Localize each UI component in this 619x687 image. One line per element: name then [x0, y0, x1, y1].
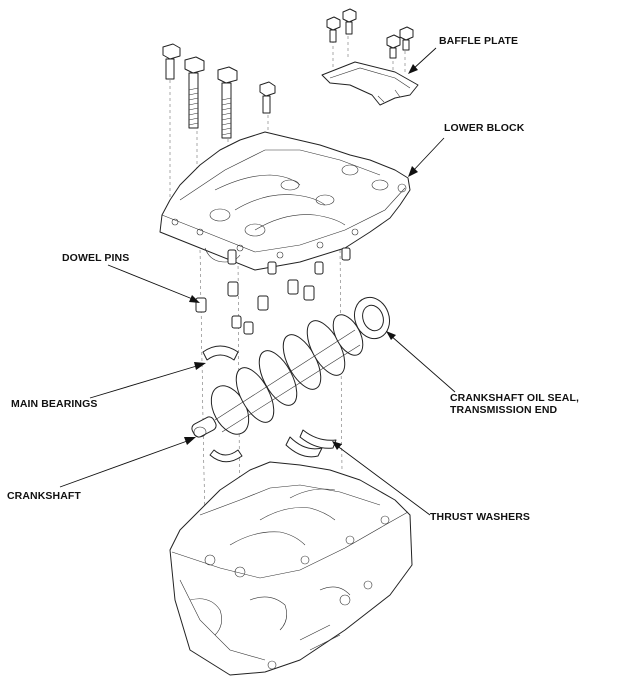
label-transmission-end: TRANSMISSION END: [450, 404, 558, 416]
baffle-plate: [321, 61, 419, 106]
label-dowel-pins: DOWEL PINS: [62, 252, 130, 264]
dowel-pin-4: [287, 279, 299, 295]
crankshaft-part: [191, 314, 364, 438]
label-lower-block: LOWER BLOCK: [444, 122, 525, 134]
label-baffle-plate: BAFFLE PLATE: [439, 35, 519, 47]
label-thrust-washers: THRUST WASHERS: [430, 511, 530, 523]
dowel-pins: [195, 279, 315, 335]
dowel-pin-5: [303, 285, 315, 301]
baffle-bolt-2: [342, 8, 357, 35]
upper-block: [169, 461, 413, 676]
callout-arrows: [59, 47, 456, 516]
dowel-pin-1: [195, 297, 207, 313]
bolt-4: [259, 81, 276, 114]
baffle-plate-bolts: [326, 8, 414, 59]
lower-block: [159, 131, 411, 275]
baffle-bolt-4: [399, 26, 414, 51]
dowel-pin-2: [227, 281, 239, 297]
bolt-1: [162, 43, 181, 80]
main-bearings: [202, 345, 243, 463]
bolt-3: [217, 66, 238, 139]
baffle-bolt-1: [326, 16, 341, 43]
bolt-2: [184, 56, 205, 129]
crankshaft-oil-seal: [353, 296, 391, 340]
dowel-pin-7: [243, 321, 254, 335]
dowel-pin-6: [231, 315, 242, 329]
label-crankshaft-oil-seal: CRANKSHAFT OIL SEAL,: [450, 392, 579, 404]
label-main-bearings: MAIN BEARINGS: [11, 398, 98, 410]
baffle-bolt-3: [386, 34, 401, 59]
thrust-washers: [285, 429, 337, 458]
dowel-pin-3: [257, 295, 269, 311]
label-crankshaft: CRANKSHAFT: [7, 490, 81, 502]
main-cap-bolts: [162, 43, 276, 139]
